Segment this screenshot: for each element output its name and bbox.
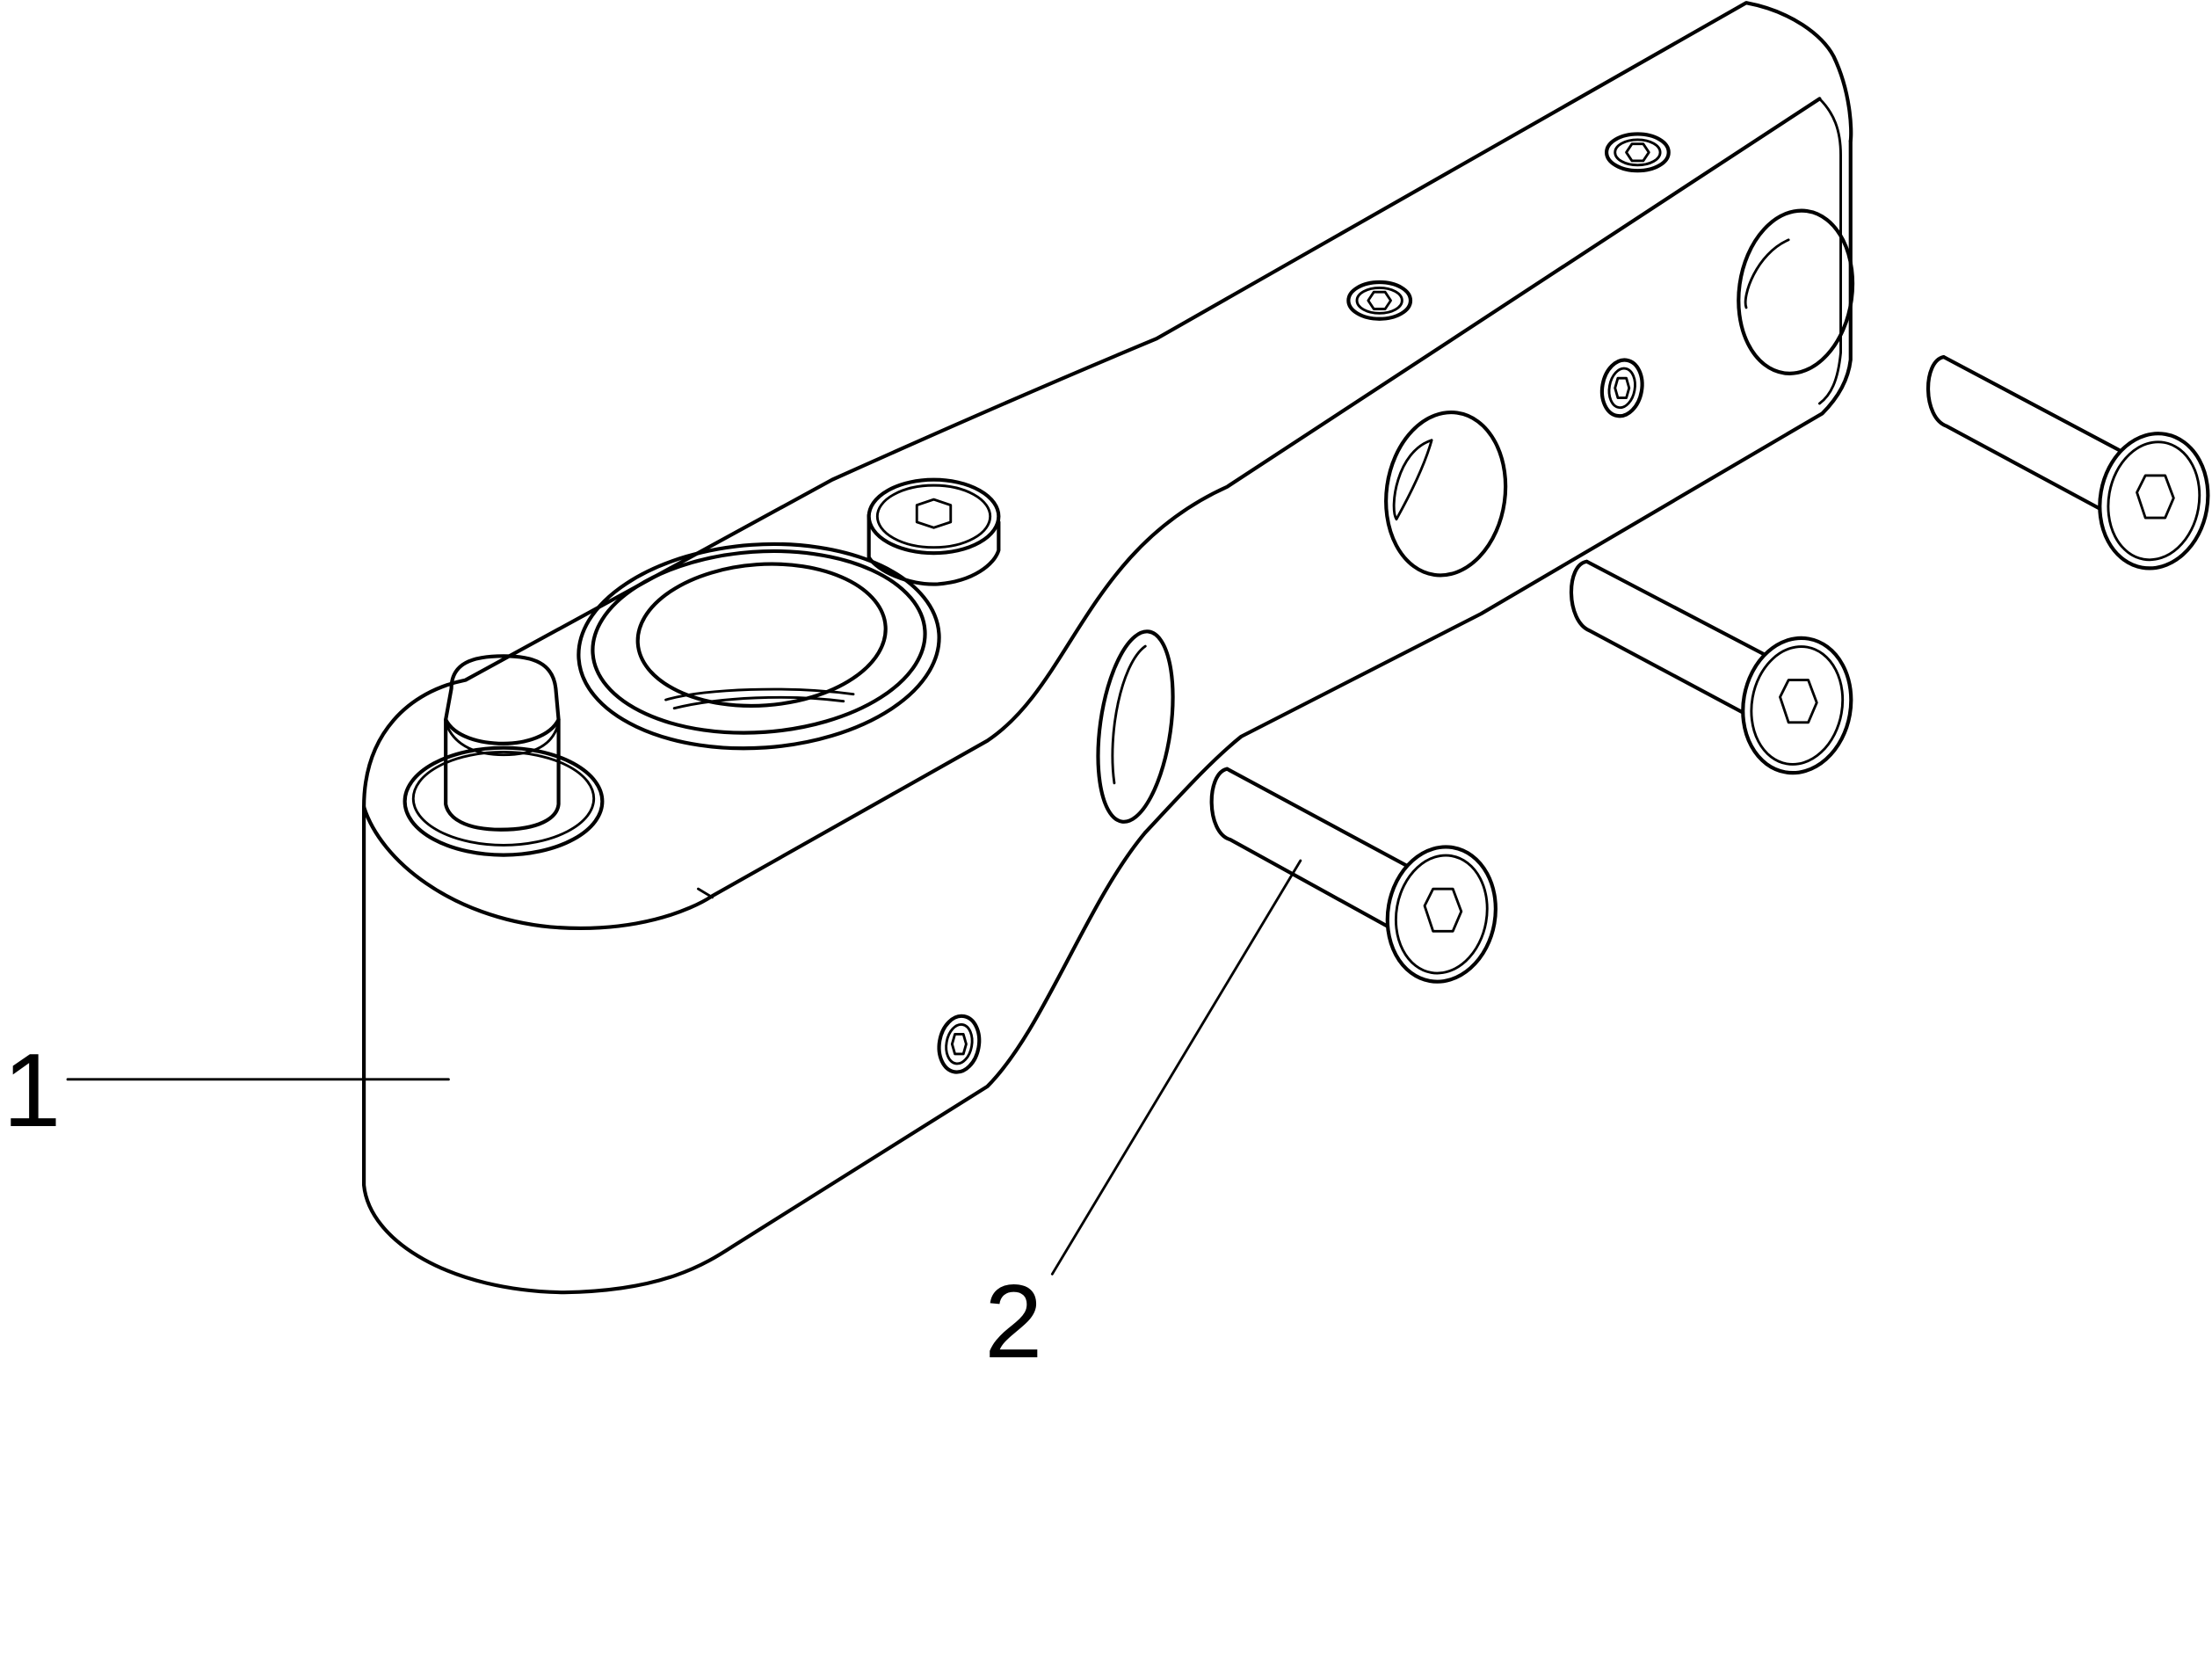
- large-bore: [577, 542, 941, 751]
- callout-2: 2: [984, 859, 1302, 1380]
- locating-pin: [403, 654, 605, 857]
- side-holes: [1096, 208, 1855, 824]
- top-socket-screw: [867, 477, 1001, 586]
- side-small-screws: [937, 358, 1644, 1074]
- top-small-screws: [1346, 132, 1671, 321]
- bracket-edge-tick: [697, 887, 714, 899]
- bracket-front-face: [362, 804, 1148, 1295]
- leader-line-2: [1050, 859, 1302, 1276]
- countersunk-screw-3: [1926, 354, 2210, 571]
- callout-1: 1: [3, 1032, 450, 1149]
- bracket-right-end-face: [1143, 139, 1853, 835]
- bracket-top-outline: [362, 1, 1853, 810]
- bracket-body: [362, 1, 1853, 1295]
- bracket-top-front-edge: [362, 97, 1822, 930]
- countersunk-screw-2: [1569, 559, 1853, 775]
- callout-label-2: 2: [984, 1263, 1042, 1380]
- callout-label-1: 1: [3, 1032, 61, 1149]
- countersunk-screw-1: [1209, 767, 1498, 984]
- bracket-right-end-edge: [1818, 97, 1842, 405]
